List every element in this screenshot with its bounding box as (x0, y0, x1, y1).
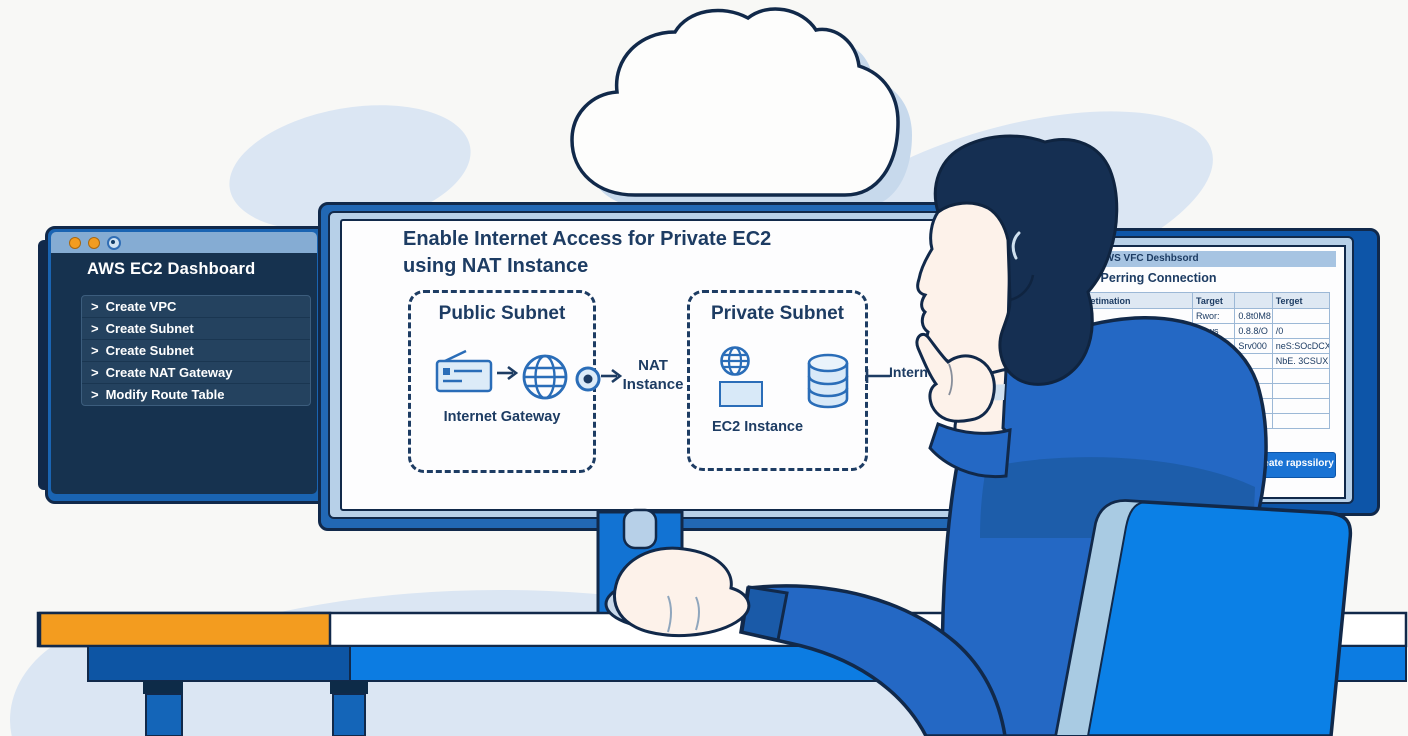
finger-crease (667, 595, 700, 633)
hand-on-mouse (613, 546, 751, 637)
menu-item-label: Create Subnet (105, 321, 194, 336)
menu-item-modify-route-table[interactable]: > Modify Route Table (82, 384, 310, 405)
menu-item-create-vpc[interactable]: > Create VPC (82, 296, 310, 318)
desk-leg-joint (143, 681, 183, 694)
chin-hand-cuff (928, 421, 1012, 479)
menu-item-create-subnet-2[interactable]: > Create Subnet (82, 340, 310, 362)
ec2-dashboard-title: AWS EC2 Dashboard (87, 260, 256, 278)
thinking-hand-crease (948, 363, 953, 396)
desk-leg-joint (330, 681, 368, 694)
monitor-stand-tab (622, 508, 658, 550)
ec2-window-titlebar (51, 232, 317, 253)
desk-leg (332, 693, 366, 736)
chevron-icon: > (91, 387, 99, 402)
peering-connection-heading: ate Perring Connection (1079, 271, 1217, 285)
thinking-hand (915, 332, 996, 423)
chevron-icon: > (91, 343, 99, 358)
background-blob-left (229, 105, 471, 231)
person-hair (933, 134, 1119, 386)
window-dot-2[interactable] (88, 236, 100, 249)
chair-edge-strip (1054, 499, 1145, 736)
desk-leg (145, 693, 183, 736)
menu-item-label: Create NAT Gateway (105, 365, 233, 380)
chevron-icon: > (91, 299, 99, 314)
chevron-icon: > (91, 365, 99, 380)
person-arm (739, 584, 1007, 736)
menu-item-label: Create VPC (105, 299, 177, 314)
window-dot-1[interactable] (69, 236, 81, 249)
ec2-menu: > Create VPC > Create Subnet > Create Subne… (81, 295, 311, 406)
menu-item-create-subnet-1[interactable]: > Create Subnet (82, 318, 310, 340)
window-dot-3[interactable] (107, 235, 121, 250)
menu-item-label: Create Subnet (105, 343, 194, 358)
menu-item-label: Modify Route Table (105, 387, 225, 402)
hair-shine (1011, 231, 1021, 260)
vpc-dashboard-titlebar: AWS VFC Deshbsord (1076, 251, 1336, 267)
menu-item-create-nat-gateway[interactable]: > Create NAT Gateway (82, 362, 310, 384)
table-cell (1271, 413, 1331, 429)
desk-top-orange (38, 611, 332, 648)
cloud-icon (570, 7, 900, 197)
hair-curl (1009, 274, 1035, 302)
chevron-icon: > (91, 321, 99, 336)
